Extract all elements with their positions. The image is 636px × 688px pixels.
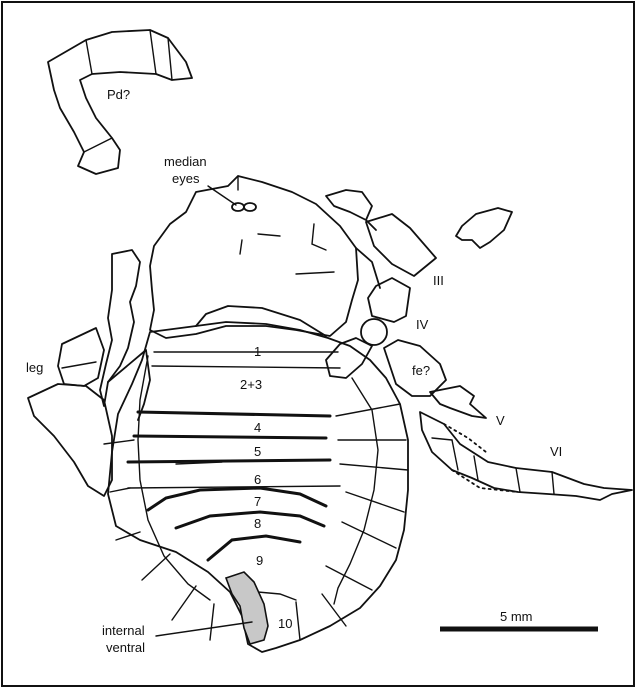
carapace-outline (150, 176, 358, 338)
internal-ventral-label-line2: ventral (106, 640, 145, 655)
median-eyes-label-line1: median (164, 154, 207, 169)
leg-iv-label: IV (416, 317, 429, 332)
leg-vi (420, 412, 632, 500)
left-leg-fragments (28, 250, 150, 496)
median-eyes-label-line2: eyes (172, 171, 200, 186)
segment-label-5: 5 (254, 444, 261, 459)
segment-label-1: 1 (254, 344, 261, 359)
segment-label-4: 4 (254, 420, 261, 435)
leg-vi-label: VI (550, 444, 562, 459)
median-eyes (232, 203, 256, 211)
pedipalp-outline (48, 30, 192, 174)
detached-fragment (456, 208, 512, 248)
femur-label: fe? (412, 363, 430, 378)
segment-label-7: 7 (254, 494, 261, 509)
leg-iv (361, 278, 410, 345)
pedipalp-label: Pd? (107, 87, 130, 102)
segment-label-10: 10 (278, 616, 292, 631)
leg-label: leg (26, 360, 43, 375)
segment-label-9: 9 (256, 553, 263, 568)
leg-v-label: V (496, 413, 505, 428)
leg-iii (326, 190, 436, 288)
internal-ventral-pointer (156, 622, 252, 636)
segment-label-6: 6 (254, 472, 261, 487)
leg-v (430, 386, 486, 418)
internal-ventral-label-line1: internal (102, 623, 145, 638)
segment-label-8: 8 (254, 516, 261, 531)
segment-label-2-3: 2+3 (240, 377, 262, 392)
internal-ventral-region (226, 572, 268, 644)
scale-bar-label: 5 mm (500, 609, 533, 624)
leg-iii-label: III (433, 273, 444, 288)
